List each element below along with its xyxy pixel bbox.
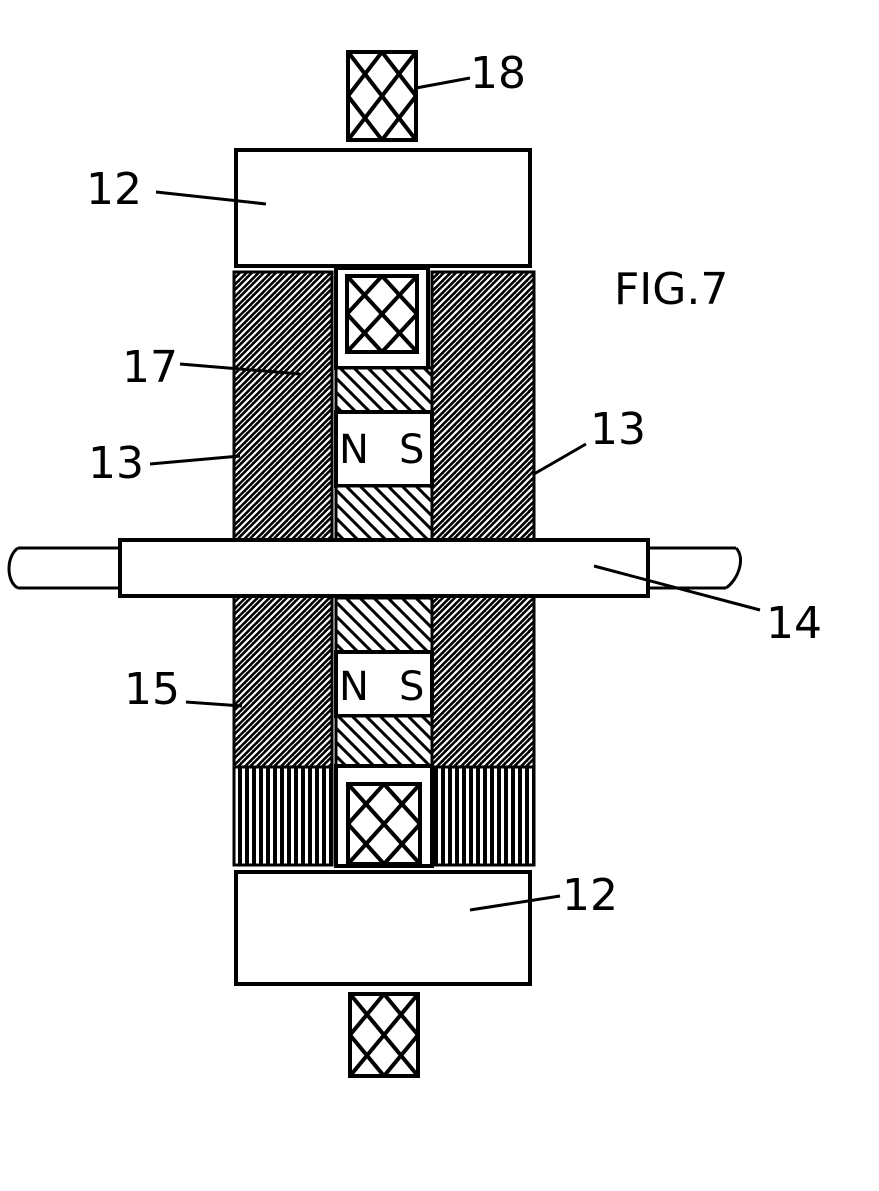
lower-pole-piece: [334, 714, 434, 768]
label-17: 17: [122, 342, 178, 393]
right-winding-lower-stripes: [430, 765, 536, 867]
lower-magnet-n: N: [339, 664, 369, 710]
upper-magnet: [334, 410, 434, 488]
top-coil-cross: [346, 50, 418, 142]
label-12-top: 12: [86, 164, 142, 215]
inner-upper-coil-cross: [345, 274, 419, 354]
upper-magnet-n: N: [339, 427, 369, 473]
left-winding-lower-stripes: [232, 765, 334, 867]
top-yoke-12: [234, 148, 532, 268]
right-winding-13: [430, 270, 536, 769]
bottom-yoke-12: [234, 870, 532, 986]
label-14: 14: [766, 598, 822, 649]
label-13-left: 13: [88, 438, 144, 489]
upper-magnet-s: S: [399, 427, 424, 473]
upper-pole-block: [334, 484, 434, 542]
shaft-14: [7, 538, 742, 598]
label-15: 15: [124, 664, 180, 715]
label-13-right: 13: [590, 404, 646, 455]
upper-pole-piece-17: [334, 366, 434, 414]
label-18: 18: [470, 48, 526, 99]
bottom-coil-cross: [348, 992, 420, 1078]
figure-title: FIG.7: [614, 264, 728, 315]
lower-pole-block: [334, 596, 434, 654]
lower-magnet-s: S: [399, 664, 424, 710]
label-12-bottom: 12: [562, 870, 618, 921]
leader-lines: [149, 76, 761, 912]
inner-lower-coil-cross: [346, 782, 422, 866]
left-winding-13: [232, 270, 334, 769]
